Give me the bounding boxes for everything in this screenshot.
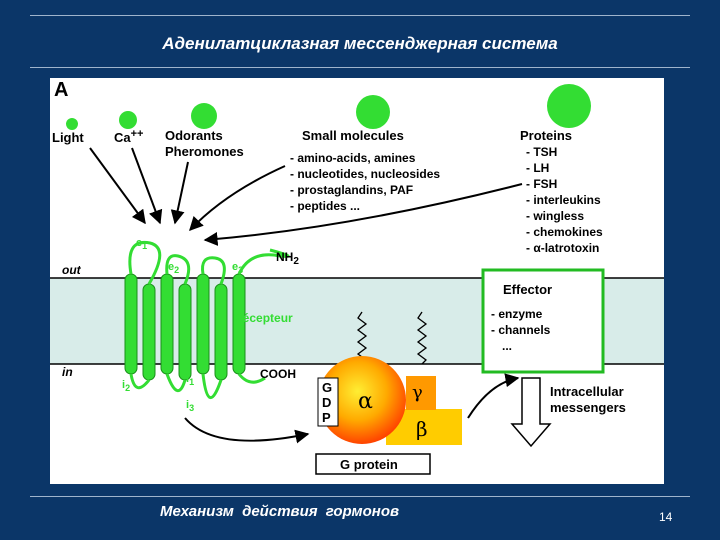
- loop-i1-label: i1: [186, 373, 194, 387]
- proteins-item: - α-latrotoxin: [526, 241, 599, 255]
- protein-dot: [547, 84, 591, 128]
- effector-box: [481, 268, 605, 374]
- ca-label: Ca++: [114, 128, 143, 145]
- cooh-label: COOH: [260, 367, 296, 381]
- messengers-label: messengers: [550, 400, 626, 415]
- gprotein-to-effector-arrow: [467, 373, 520, 419]
- g-protein-label: G protein: [340, 457, 398, 472]
- loop-e2-label: e2: [168, 261, 179, 275]
- loop-e1-label: e1: [136, 237, 147, 251]
- signaling-diagram: out in A Light Ca++ Odorants Pheromones …: [50, 78, 664, 484]
- intracellular-label: Intracellular: [550, 384, 624, 399]
- odorants-label: Odorants: [165, 128, 223, 143]
- ca-dot: [119, 111, 137, 129]
- receptor-to-gprotein-arrow: [184, 417, 310, 444]
- effector-item: ...: [502, 339, 512, 353]
- small-molecules-item: - peptides ...: [290, 199, 360, 213]
- proteins-item: - wingless: [526, 209, 584, 223]
- small-molecules-item: - amino-acids, amines: [290, 151, 416, 165]
- g-protein-label-box: [315, 453, 431, 475]
- in-label: in: [62, 365, 73, 379]
- slide-title: Аденилатциклазная мессенджерная система: [162, 34, 558, 53]
- small-molecules-item: - prostaglandins, PAF: [290, 183, 413, 197]
- effector-title: Effector: [503, 282, 552, 297]
- light-label: Light: [52, 130, 84, 145]
- loop-i3-label: i3: [186, 399, 194, 413]
- effector-item: - channels: [491, 323, 551, 337]
- slide-footer: Механизм действия гормонов: [160, 503, 400, 520]
- proteins-item: - interleukins: [526, 193, 601, 207]
- receptor-helices: [124, 273, 246, 381]
- light-dot: [66, 118, 78, 130]
- gdp-letter: D: [322, 395, 331, 410]
- g-gamma-subunit: [406, 376, 436, 410]
- title-rule-top: [30, 15, 690, 16]
- page-number: 14: [659, 510, 673, 524]
- loop-e3-label: e3: [232, 261, 243, 275]
- effector-item: - enzyme: [491, 307, 543, 321]
- proteins-item: - LH: [526, 161, 549, 175]
- loop-i2-label: i2: [122, 379, 130, 393]
- gdp-letter: P: [322, 410, 331, 425]
- small-molecules-title: Small molecules: [302, 128, 404, 143]
- small-molecule-dot: [356, 95, 390, 129]
- pheromones-label: Pheromones: [165, 144, 244, 159]
- gdp-box: [317, 377, 339, 427]
- gamma-label: γ: [412, 382, 423, 403]
- panel-label: A: [54, 79, 68, 101]
- proteins-item: - chemokines: [526, 225, 603, 239]
- proteins-item: - TSH: [526, 145, 557, 159]
- nh2-label: NH2: [276, 250, 299, 267]
- receptor-label: Récepteur: [234, 311, 293, 325]
- footer-rule: [30, 496, 690, 497]
- receptor-loops: [128, 240, 290, 399]
- small-molecules-item: - nucleotides, nucleosides: [290, 167, 440, 181]
- ligand-arrows: [89, 147, 523, 246]
- alpha-label: α: [358, 389, 373, 414]
- proteins-title: Proteins: [520, 128, 572, 143]
- beta-label: β: [416, 417, 428, 441]
- gdp-letter: G: [322, 380, 332, 395]
- effector-down-arrow: [510, 377, 552, 448]
- title-rule-bottom: [30, 67, 690, 68]
- out-label: out: [62, 263, 82, 277]
- odorant-dot: [191, 103, 217, 129]
- g-alpha-subunit: [318, 356, 406, 444]
- proteins-item: - FSH: [526, 177, 557, 191]
